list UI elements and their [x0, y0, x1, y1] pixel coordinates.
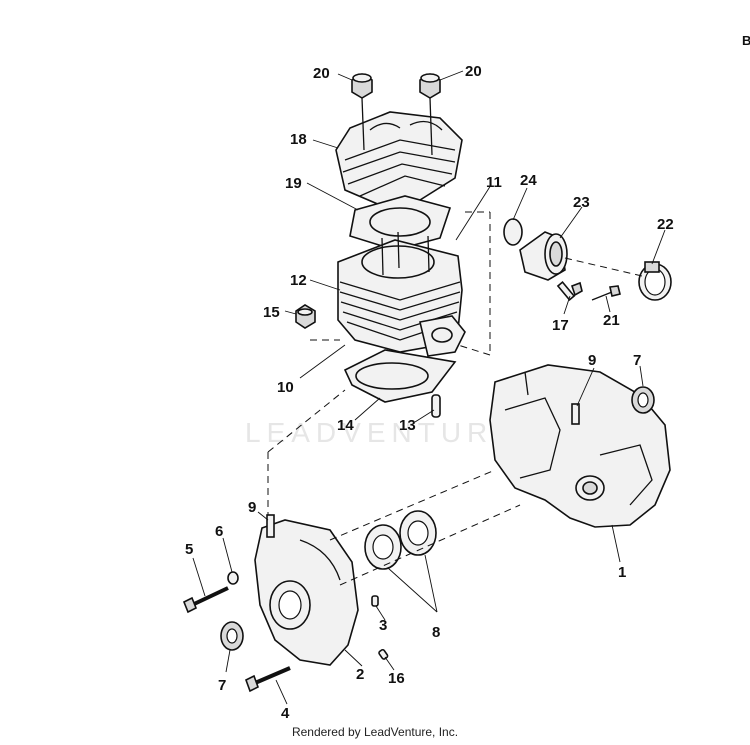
head-nut-left: [351, 73, 373, 99]
callout-24: 24: [520, 172, 537, 189]
bearing-left: [364, 524, 402, 570]
callout-10: 10: [277, 379, 294, 396]
dowel-pin: [431, 394, 441, 418]
callouts: 20 20 18 19 11 24 23 22 12 15 17 21 10 9…: [185, 63, 674, 722]
callout-17: 17: [552, 317, 569, 334]
callout-18: 18: [290, 131, 307, 148]
callout-2: 2: [356, 666, 364, 683]
bearing-right: [399, 510, 437, 556]
callout-12: 12: [290, 272, 307, 289]
washer: [227, 571, 239, 585]
clamp-screw: [591, 285, 621, 301]
crankcase-right: [489, 364, 671, 528]
cylinder-head: [335, 97, 463, 206]
callout-22: 22: [657, 216, 674, 233]
o-ring: [503, 218, 523, 246]
callout-9-left: 9: [248, 499, 256, 516]
callout-16: 16: [388, 670, 405, 687]
callout-14: 14: [337, 417, 354, 434]
callout-9-right: 9: [588, 352, 596, 369]
base-gasket: [343, 349, 457, 403]
watermark: LEADVENTURE: [245, 417, 518, 448]
callout-15: 15: [263, 304, 280, 321]
callout-6: 6: [215, 523, 223, 540]
intake-adapter: [519, 231, 568, 281]
crankcase-left: [254, 514, 359, 666]
callout-11: 11: [486, 174, 502, 191]
case-bolt-upper: [182, 586, 229, 614]
case-bolt-lower: [245, 666, 291, 693]
flange-nut: [295, 304, 316, 329]
callout-8: 8: [432, 624, 440, 641]
pin: [371, 595, 379, 607]
hose-clamp: [638, 261, 672, 301]
render-credit: Rendered by LeadVenture, Inc.: [291, 725, 459, 739]
callout-13: 13: [399, 417, 416, 434]
callout-20-left: 20: [313, 65, 330, 82]
cylinder: [337, 231, 466, 357]
callout-7-right: 7: [633, 352, 641, 369]
callout-21: 21: [603, 312, 620, 329]
callout-20-right: 20: [465, 63, 482, 80]
callout-1: 1: [618, 564, 626, 581]
oil-seal-left: [220, 621, 244, 651]
leader-lines: [192, 70, 666, 705]
oil-seal-right: [631, 386, 655, 414]
callout-23: 23: [573, 194, 590, 211]
callout-5: 5: [185, 541, 193, 558]
corner-mark: B: [742, 33, 750, 48]
assembly-lines: [267, 211, 643, 586]
adapter-bolt: [556, 281, 583, 301]
callout-3: 3: [379, 617, 387, 634]
callout-4: 4: [281, 705, 290, 722]
head-gasket: [349, 195, 452, 251]
head-nut-right: [419, 73, 441, 99]
callout-7-left: 7: [218, 677, 226, 694]
callout-19: 19: [285, 175, 302, 192]
small-pin: [378, 648, 389, 660]
